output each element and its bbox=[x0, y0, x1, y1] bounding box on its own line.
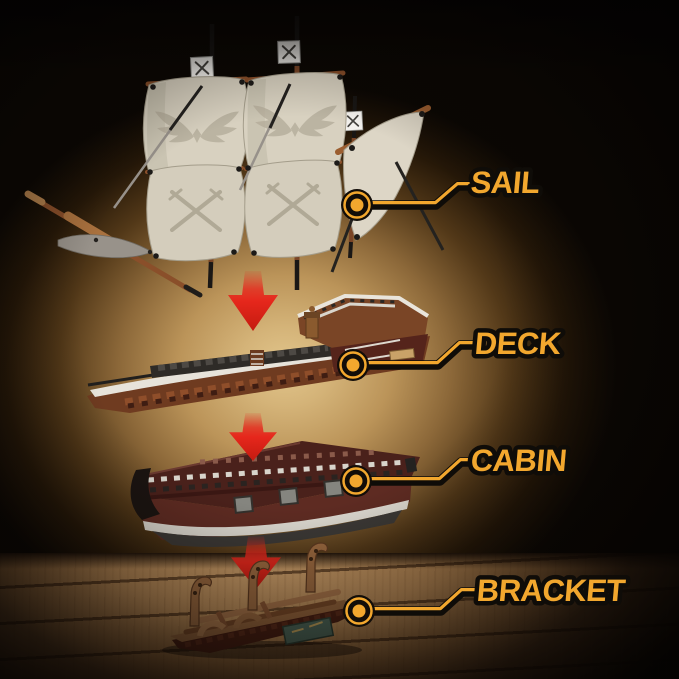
callout-dot-deck bbox=[337, 349, 369, 381]
label-bracket: BRACKET bbox=[475, 573, 627, 608]
callout-dot-cabin bbox=[340, 465, 372, 497]
label-cabin: CABIN bbox=[469, 443, 568, 478]
callout-bracket: BRACKET bbox=[343, 569, 631, 627]
callout-dot-sail bbox=[341, 189, 373, 221]
callout-line-deck bbox=[348, 340, 479, 370]
label-sail: SAIL bbox=[469, 165, 541, 200]
callout-sail: SAIL bbox=[341, 161, 546, 221]
callout-line-bracket bbox=[354, 587, 482, 616]
callout-line-sail bbox=[352, 181, 475, 210]
label-deck: DECK bbox=[473, 326, 563, 361]
callout-deck: DECK bbox=[337, 322, 568, 381]
callout-line-cabin bbox=[351, 457, 476, 486]
callout-cabin: CABIN bbox=[340, 439, 573, 497]
callout-dot-bracket bbox=[343, 595, 375, 627]
